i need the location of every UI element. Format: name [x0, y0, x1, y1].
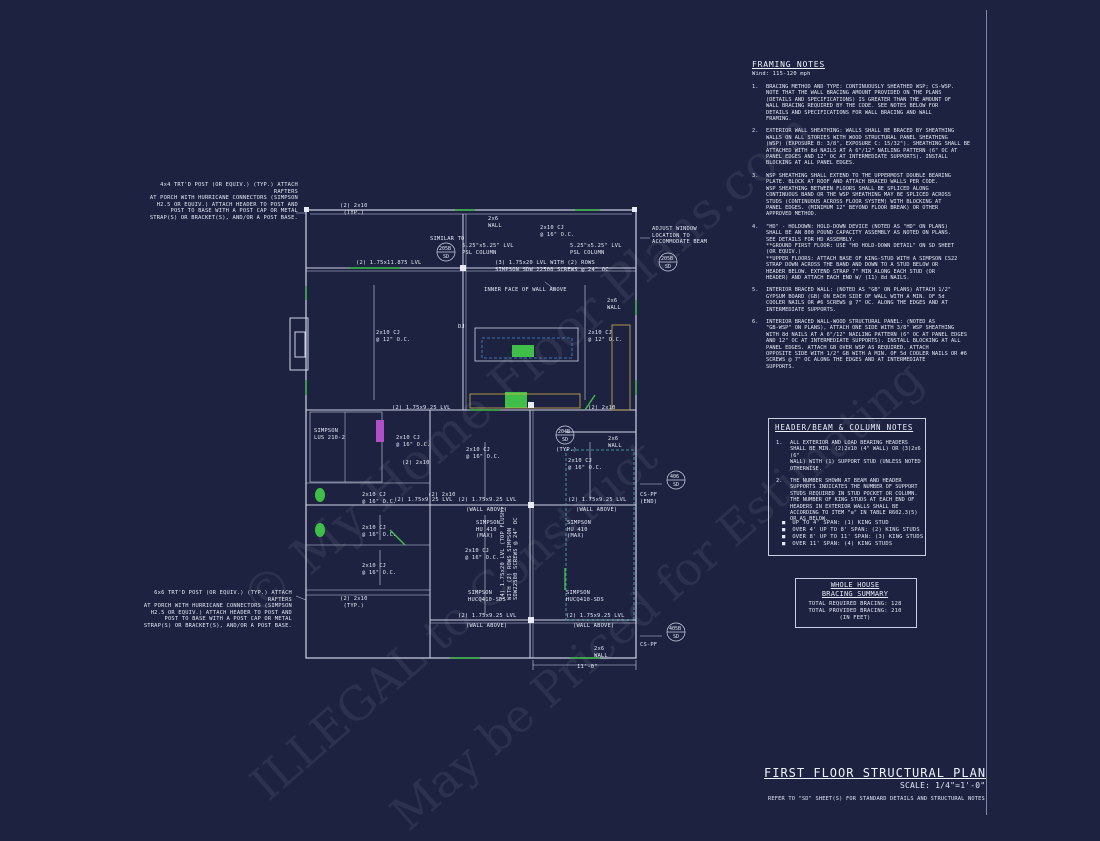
plan-label: (2) 1.75x9.25 LVL	[458, 497, 517, 503]
plan-label: 2x10 CJ @ 16" O.C.	[362, 525, 397, 538]
callout-post-bottom: 6x6 TRT'D POST (OR EQUIV.) (TYP.) ATTACH…	[143, 590, 292, 629]
plan-label: (TYP.)	[556, 447, 577, 453]
callout-inner-face: INNER FACE OF WALL ABOVE	[484, 287, 567, 293]
header-notes-title: HEADER/BEAM & COLUMN NOTES	[775, 423, 914, 432]
plan-label: 5.25"x5.25" LVL PSL COLUMN	[462, 243, 514, 256]
plan-label: 2x10 CJ @ 12" O.C.	[588, 330, 623, 343]
header-note: 2.THE NUMBER SHOWN AT BEAM AND HEADER SU…	[776, 478, 918, 523]
bubble-1-bot: SD	[443, 254, 449, 260]
plan-label: 2x6 WALL	[607, 298, 621, 311]
framing-notes-list: 1.BRACING METHOD AND TYPE: CONTINUOUSLY …	[752, 84, 972, 376]
plan-label: (WALL ABOVE)	[576, 507, 618, 513]
framing-notes-title: FRAMING NOTES	[752, 60, 826, 69]
plan-label: (3) 1.75x20 LVL WITH (2) ROWS SIMPSON SD…	[495, 260, 609, 273]
framing-note: 2.EXTERIOR WALL SHEATHING: WALLS SHALL B…	[752, 128, 971, 167]
bubble-3-top: 204B	[558, 429, 570, 435]
plan-label: (WALL ABOVE)	[466, 507, 508, 513]
span-item: ■ UP TO 4' SPAN: (1) KING STUD	[782, 520, 889, 526]
plan-label: (2) 1.75x9.25 LVL	[566, 613, 625, 619]
plan-label: SIMPSON HUCQ410-SDS	[468, 590, 506, 603]
bracing-required: TOTAL REQUIRED BRACING: 128	[808, 601, 902, 607]
span-item: ■ OVER 11' SPAN: (4) KING STUDS	[782, 541, 893, 547]
plan-label: 2x6 WALL	[594, 646, 608, 659]
sheet-reference-note: REFER TO "SD" SHEET(S) FOR STANDARD DETA…	[768, 796, 985, 802]
plan-label: (2) 2x10	[402, 460, 430, 466]
plan-label: (2) 2x10 (TYP.)	[340, 596, 368, 609]
bubble-4-top: 406	[670, 474, 679, 480]
plan-label: SIMPSON HU 410 (MAX)	[476, 520, 501, 540]
plan-label: 5.25"x5.25" LVL PSL COLUMN	[570, 243, 622, 256]
plan-label: (2) 1.75x9.25 LVL	[392, 405, 451, 411]
header-note: 1.ALL EXTERIOR AND LOAD BEARING HEADERS …	[776, 440, 921, 472]
framing-note: 6.INTERIOR BRACED WALL-WOOD STRUCTURAL P…	[752, 319, 967, 370]
bubble-3-bot: SD	[562, 437, 568, 443]
plan-label: (2) 2x10 (TYP.)	[340, 203, 368, 216]
sheet-scale: SCALE: 1/4"=1'-0"	[900, 781, 986, 790]
plan-label: 11'-0"	[577, 664, 598, 670]
plan-label: 2x6 WALL	[608, 436, 622, 449]
bracing-title-2: BRACING SUMMARY	[821, 590, 889, 598]
plan-label: 2x10 CJ @ 16" O.C.	[362, 492, 397, 505]
bracing-provided: TOTAL PROVIDED BRACING: 210	[808, 608, 902, 614]
framing-note: 3.WSP SHEATHING SHALL EXTEND TO THE UPPE…	[752, 172, 951, 218]
plan-label: 2x10 CJ @ 12" O.C.	[376, 330, 411, 343]
plan-label: (2) 2x10	[428, 492, 456, 498]
plan-label: (2) 2x10	[588, 405, 616, 411]
framing-note: 4."HD" - HOLDOWN: HOLD-DOWN DEVICE (NOTE…	[752, 223, 958, 281]
header-notes-box	[768, 418, 926, 556]
plan-label: 2x10 CJ @ 16" O.C.	[568, 458, 603, 471]
plan-label: DJ	[458, 324, 465, 330]
plan-label: (2) 1.75x9.25 LVL	[394, 497, 453, 503]
plan-label: (WALL ABOVE)	[573, 623, 615, 629]
plan-label: 2x10 CJ @ 16" O.C.	[396, 435, 431, 448]
plan-label: 2x10 CJ @ 16" O.C.	[362, 563, 397, 576]
sheet-border	[986, 10, 987, 815]
callout-similar-to: SIMILAR TO	[430, 236, 465, 242]
bubble-2-bot: SD	[665, 264, 671, 270]
bubble-2-top: 205B	[661, 256, 673, 262]
span-item: ■ OVER 4' UP TO 8' SPAN: (2) KING STUDS	[782, 527, 920, 533]
plan-label: 2x10 CJ @ 16" O.C.	[466, 447, 501, 460]
plan-label: SIMPSON HU 410 (MAX)	[567, 520, 592, 540]
plan-label: 2x10 CJ @ 16" O.C.	[540, 225, 575, 238]
vertical-beam-label: (4) 1.75x20 LVL (TOP FLUSH) WITH (2) ROW…	[500, 506, 520, 600]
sheet-title: FIRST FLOOR STRUCTURAL PLAN	[764, 766, 987, 780]
bubble-4-bot: SD	[673, 482, 679, 488]
plan-label: (WALL ABOVE)	[466, 623, 508, 629]
plan-label: SIMPSON HUCQ410-SDS	[566, 590, 604, 603]
bubble-5-top: 405B	[669, 626, 681, 632]
plan-label: (2) 1.75x11.875 LVL	[356, 260, 422, 266]
bracing-unit: (IN FEET)	[839, 615, 871, 621]
bracing-summary-box	[795, 578, 917, 628]
plan-label: CS-PF (END)	[640, 492, 658, 505]
callout-adjust-window: ADJUST WINDOW LOCATION TO ACCOMMODATE BE…	[652, 226, 708, 246]
bracing-title-1: WHOLE HOUSE	[830, 581, 880, 589]
plan-label: 2x10 CJ @ 16" O.C.	[465, 548, 500, 561]
plan-label: CS-PF	[640, 642, 658, 648]
wind-speed: Wind: 115-120 mph	[752, 71, 811, 77]
framing-note: 5.INTERIOR BRACED WALL: (NOTED AS "GB" O…	[752, 287, 951, 313]
span-item: ■ OVER 8' UP TO 11' SPAN: (3) KING STUDS	[782, 534, 924, 540]
framing-note: 1.BRACING METHOD AND TYPE: CONTINUOUSLY …	[752, 84, 955, 123]
bubble-1-top: 205B	[439, 246, 451, 252]
header-notes-list: 1.ALL EXTERIOR AND LOAD BEARING HEADERS …	[776, 440, 922, 529]
plan-label: 2x6 WALL	[488, 216, 502, 229]
plan-label: (2) 1.75x9.25 LVL	[458, 613, 517, 619]
plan-label: SIMPSON LUS 210-2	[314, 428, 346, 441]
plan-label: (2) 1.75x9.25 LVL	[568, 497, 627, 503]
callout-post-top: 4x4 TRT'D POST (OR EQUIV.) (TYP.) ATTACH…	[149, 182, 298, 221]
bubble-5-bot: SD	[673, 634, 679, 640]
